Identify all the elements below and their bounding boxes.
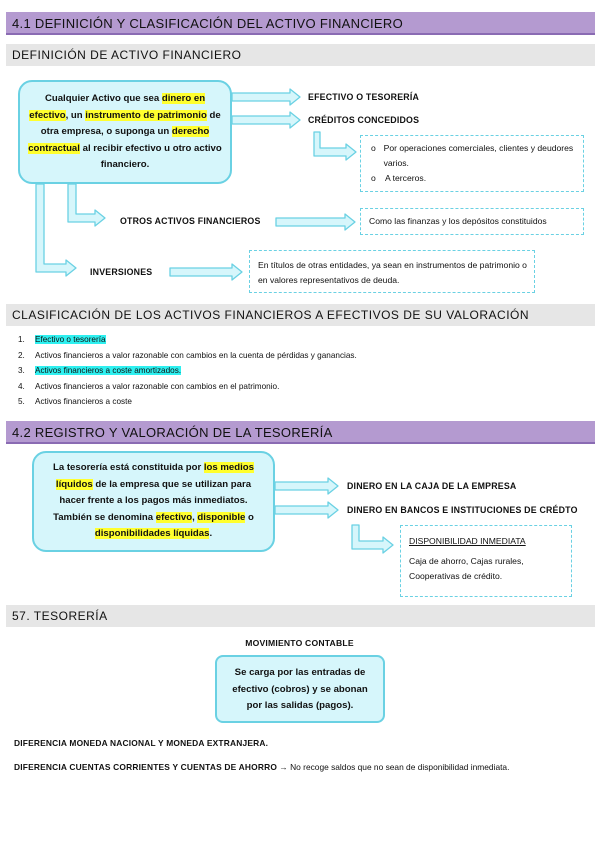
movimiento-contable-box: Se carga por las entradas de efectivo (c… [215, 655, 385, 723]
highlight-disponibilidades-liquidas: disponibilidades líquidas [94, 528, 210, 539]
label-creditos-concedidos: CRÉDITOS CONCEDIDOS [308, 115, 420, 125]
subheader-title: CLASIFICACIÓN DE LOS ACTIVOS FINANCIEROS… [12, 308, 530, 322]
creditos-box: o Por operaciones comerciales, clientes … [360, 135, 584, 192]
item-text: Activos financieros a coste amortizados. [35, 366, 182, 375]
label-dinero-caja: DINERO EN LA CAJA DE LA EMPRESA [347, 481, 517, 491]
clasificacion-list: 1. Efectivo o tesorería 2. Activos financi… [18, 332, 357, 410]
label-inversiones: INVERSIONES [90, 267, 153, 277]
item-number: 3. [18, 366, 25, 375]
subheader-clasificacion: CLASIFICACIÓN DE LOS ACTIVOS FINANCIEROS… [6, 304, 595, 326]
bubble-text: o [245, 511, 254, 523]
highlight-efectivo: efectivo [155, 511, 193, 523]
definition-bubble: Cualquier Activo que sea dinero en efect… [18, 80, 232, 184]
item-text: Activos financieros a coste [35, 397, 132, 406]
creditos-item-text: Por operaciones comerciales, clientes y … [383, 143, 574, 168]
bubble-text: , un [65, 109, 86, 121]
bubble-text: , [192, 511, 198, 523]
item-text: Activos financieros a valor razonable co… [35, 381, 280, 391]
subheader-definicion: DEFINICIÓN DE ACTIVO FINANCIERO [6, 44, 595, 66]
bubble-text: . [209, 528, 213, 539]
disponibilidad-desc: Caja de ahorro, Cajas rurales, Cooperati… [409, 556, 524, 581]
otros-desc-box: Como las finanzas y los depósitos consti… [360, 208, 584, 235]
bubble-text: de otra empresa, o suponga un [40, 109, 221, 138]
subheader-title: DEFINICIÓN DE ACTIVO FINANCIERO [12, 48, 242, 62]
tesoreria-bubble: La tesorería está constituida por los me… [32, 451, 275, 552]
inversiones-desc-box: En títulos de otras entidades, ya sean e… [249, 250, 535, 293]
item-number: 5. [18, 397, 25, 406]
highlight-disponible: disponible [197, 511, 246, 523]
list-item: 5. Activos financieros a coste [18, 394, 357, 410]
bullet-icon: o [371, 173, 376, 183]
list-item: 1. Efectivo o tesorería [18, 332, 357, 348]
otros-desc-text: Como las finanzas y los depósitos consti… [369, 216, 547, 226]
list-item: 2. Activos financieros a valor razonable … [18, 348, 357, 364]
item-number: 2. [18, 350, 25, 360]
creditos-item: o Por operaciones comerciales, clientes … [371, 141, 579, 171]
diferencia-cuentas-text: No recoge saldos que no sean de disponib… [287, 762, 510, 772]
creditos-item-text: A terceros. [385, 173, 427, 183]
item-text: Efectivo o tesorería [35, 335, 106, 344]
label-dinero-bancos: DINERO EN BANCOS E INSTITUCIONES DE CRÉD… [347, 505, 578, 515]
item-number: 1. [18, 335, 25, 344]
diferencia-cuentas-label: DIFERENCIA CUENTAS CORRIENTES Y CUENTAS … [14, 762, 278, 772]
section-title: 4.1 DEFINICIÓN Y CLASIFICACIÓN DEL ACTIV… [12, 16, 403, 31]
arrow-right-icon: → [279, 762, 288, 772]
subheader-title: 57. TESORERÍA [12, 609, 108, 623]
bubble-text: al recibir efectivo u otro activo financ… [79, 142, 222, 171]
label-efectivo-tesoreria: EFECTIVO O TESORERÍA [308, 92, 420, 102]
movimiento-text: Se carga por las entradas de efectivo (c… [232, 667, 368, 711]
movimiento-contable-title: MOVIMIENTO CONTABLE [245, 638, 354, 648]
bubble-text: Cualquier Activo que sea [44, 93, 162, 104]
bullet-icon: o [371, 143, 376, 153]
disponibilidad-box: DISPONIBILIDAD INMEDIATA Caja de ahorro,… [400, 525, 572, 597]
bubble-text: La tesorería está constituida por [52, 462, 204, 473]
item-text: Activos financieros a valor razonable co… [35, 350, 357, 360]
disponibilidad-title: DISPONIBILIDAD INMEDIATA [409, 536, 526, 546]
diferencia-moneda: DIFERENCIA MONEDA NACIONAL Y MONEDA EXTR… [14, 738, 269, 748]
section-title: 4.2 REGISTRO Y VALORACIÓN DE LA TESORERÍ… [12, 425, 333, 440]
item-number: 4. [18, 381, 25, 391]
inversiones-desc-text: En títulos de otras entidades, ya sean e… [258, 260, 527, 285]
label-otros-activos: OTROS ACTIVOS FINANCIEROS [120, 216, 261, 226]
creditos-item: o A terceros. [371, 171, 579, 186]
section-header-4-2: 4.2 REGISTRO Y VALORACIÓN DE LA TESORERÍ… [6, 421, 595, 444]
highlight-instrumento-patrimonio: instrumento de patrimonio [85, 109, 207, 121]
diferencia-cuentas: DIFERENCIA CUENTAS CORRIENTES Y CUENTAS … [14, 762, 509, 772]
bubble-text: de la empresa que se utilizan para hacer… [53, 478, 252, 523]
subheader-57-tesoreria: 57. TESORERÍA [6, 605, 595, 627]
section-header-4-1: 4.1 DEFINICIÓN Y CLASIFICACIÓN DEL ACTIV… [6, 12, 595, 35]
list-item: 4. Activos financieros a valor razonable … [18, 379, 357, 395]
list-item: 3. Activos financieros a coste amortizado… [18, 363, 357, 379]
